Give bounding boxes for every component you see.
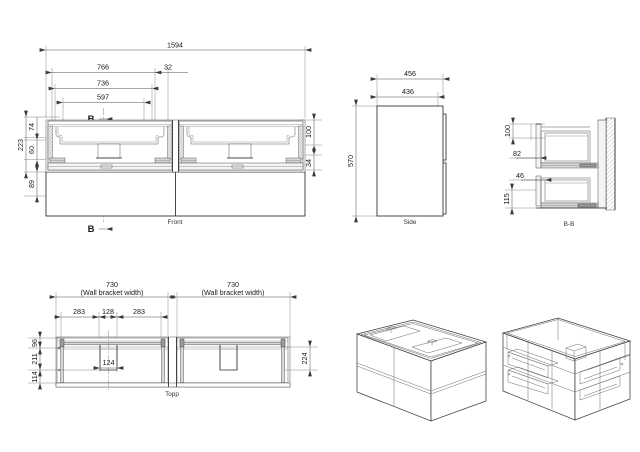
iso-closed-view	[355, 319, 488, 422]
dim-100-bb: 100	[503, 125, 512, 137]
dim-730-right: 730	[227, 280, 239, 289]
dim-283-right: 283	[133, 307, 145, 316]
topp-view: 730 (Wall bracket width) 730 (Wall brack…	[28, 280, 318, 398]
front-dim-736: 736	[48, 79, 159, 122]
side-dim-570: 570	[346, 99, 380, 223]
side-view-label: Side	[404, 219, 417, 226]
dim-89: 89	[27, 180, 36, 188]
front-drawer-module-left	[47, 120, 173, 171]
dim-1594: 1594	[167, 41, 183, 50]
dim-82: 82	[513, 149, 521, 158]
bb-upper-drawer	[535, 123, 599, 169]
front-section-marker-b-top: B	[88, 114, 113, 125]
dim-114: 114	[30, 371, 39, 382]
topp-dim-right-224: 224	[285, 340, 318, 377]
dim-570: 570	[346, 155, 355, 167]
topp-base-strip	[55, 382, 291, 388]
dim-736: 736	[97, 79, 109, 88]
dim-597: 597	[97, 93, 109, 102]
iso-open-side	[574, 340, 631, 421]
note-wall-bracket-left: (Wall bracket width)	[81, 288, 144, 297]
topp-dim-left-stack: 96 211 114	[28, 331, 100, 390]
bb-lower-drawer	[535, 175, 599, 209]
bb-dim-82: 82	[509, 149, 547, 160]
topp-view-label: Topp	[165, 391, 179, 398]
bb-dim-46: 46	[509, 171, 552, 182]
bb-dim-115: 115	[502, 183, 536, 215]
iso-closed-side	[430, 341, 487, 422]
topp-dim-730-right: 730 (Wall bracket width)	[170, 280, 297, 338]
dim-100-front: 100	[304, 126, 313, 138]
side-view: 456 436 570 Side	[346, 69, 450, 226]
topp-module-left: 124	[56, 337, 169, 387]
dim-34-front: 34	[304, 159, 313, 167]
dim-74: 74	[27, 123, 36, 131]
front-section-marker-b-bottom: B	[88, 224, 113, 235]
dim-283-left: 283	[73, 307, 85, 316]
dim-32: 32	[164, 63, 172, 72]
dim-96: 96	[30, 339, 39, 347]
bb-dim-100: 100	[503, 117, 545, 145]
iso-open-view	[501, 317, 632, 421]
bb-wall	[605, 117, 616, 211]
dim-128: 128	[102, 307, 114, 316]
topp-dim-segments: 283 128 283	[54, 307, 168, 340]
side-drawer-seam-lower	[443, 162, 447, 215]
front-view-label: Front	[168, 219, 183, 226]
section-bb-label: B-B	[564, 221, 575, 228]
dim-46: 46	[516, 171, 524, 180]
side-body	[376, 105, 444, 217]
dim-211: 211	[30, 353, 39, 364]
note-wall-bracket-right: (Wall bracket width)	[202, 288, 265, 297]
dim-766: 766	[97, 63, 109, 72]
dim-436: 436	[402, 87, 414, 96]
section-label-b-top: B	[88, 114, 95, 125]
front-dim-overall-width: 1594	[39, 41, 312, 118]
front-drawer-module-right	[178, 120, 304, 171]
dim-115: 115	[502, 193, 511, 204]
front-view: 1594 766 32 736	[16, 41, 322, 235]
dim-730-left: 730	[106, 280, 118, 289]
dim-224: 224	[300, 353, 309, 365]
section-bb-view: 100 82 46 115 B-B	[502, 117, 616, 228]
topp-dim-730-left: 730 (Wall bracket width)	[49, 280, 175, 338]
side-drawer-seam-upper	[443, 113, 447, 161]
bb-back-panel	[597, 119, 607, 209]
front-dim-766-32: 766 32	[45, 63, 188, 120]
section-label-b-bottom: B	[88, 224, 95, 235]
topp-module-right	[176, 337, 289, 387]
dim-124: 124	[103, 358, 115, 367]
dim-223: 223	[16, 139, 25, 151]
dim-60: 60	[27, 146, 36, 154]
dim-456: 456	[404, 69, 416, 78]
